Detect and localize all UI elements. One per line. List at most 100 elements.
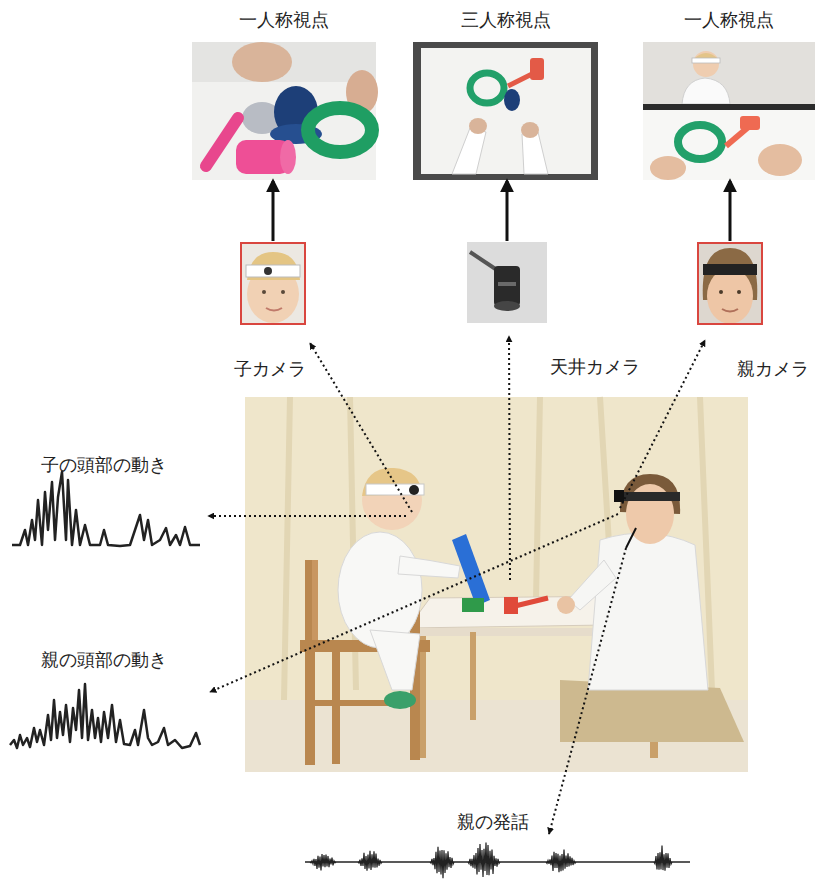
node-label: 親の発話 — [457, 811, 529, 833]
camera-photo: 親カメラ — [697, 242, 763, 325]
child-camera-photo-part — [262, 290, 266, 294]
ceiling-camera-photo-part — [494, 301, 520, 311]
child-camera-photo-part — [247, 252, 300, 280]
speech-waveform-part — [358, 851, 382, 871]
node-label: 天井カメラ — [550, 356, 640, 378]
scene-photo-part — [462, 598, 484, 612]
leader-lines-part — [310, 343, 412, 512]
scene-photo-part — [384, 691, 416, 709]
ceiling-view-photo-part — [413, 42, 598, 180]
child-camera-photo-part — [247, 265, 299, 323]
scene-photo-part — [452, 534, 490, 606]
parent-view-photo-part — [740, 116, 760, 130]
signal-plot: 子の頭部の動き — [12, 480, 202, 548]
parent-view-photo-part — [643, 104, 815, 110]
parent-view-photo — [643, 42, 815, 180]
speech-waveform — [305, 842, 690, 878]
child-camera-photo — [240, 242, 306, 325]
leader-lines-part — [208, 515, 406, 517]
ceiling-camera-photo-part — [467, 242, 547, 323]
parent-view-photo-part — [650, 156, 686, 180]
child-camera-photo-part — [240, 242, 306, 325]
ceiling-view-photo-part — [521, 122, 539, 138]
parent-camera-photo-part — [737, 290, 741, 294]
connector-arrow — [506, 181, 509, 241]
node-label: 子カメラ — [234, 358, 306, 380]
parent-camera-photo-part — [707, 268, 753, 324]
node-label: 親カメラ — [737, 358, 809, 380]
node-label: 三人称視点 — [461, 9, 551, 31]
scene-photo-part — [409, 485, 419, 495]
ceiling-view-photo-part — [469, 118, 487, 134]
child-camera-photo-part — [246, 265, 300, 277]
scene-photo-part — [332, 652, 340, 764]
ceiling-view-photo — [413, 42, 598, 180]
connector-arrow — [729, 181, 732, 241]
scene-photo-part — [626, 528, 636, 548]
ceiling-view-photo-part — [452, 128, 486, 174]
scene-photo-part — [284, 397, 712, 700]
parent-camera-photo-part — [719, 290, 723, 294]
node-label: 子の頭部の動き — [41, 454, 167, 476]
view-image: 一人称視点 — [643, 42, 815, 180]
scene-photo — [245, 397, 748, 772]
ceiling-view-photo-part — [530, 58, 544, 80]
ceiling-camera-photo-part — [494, 266, 520, 306]
leader-lines — [208, 336, 705, 834]
camera-photo: 子カメラ — [240, 242, 306, 325]
speech-waveform-part — [310, 854, 336, 870]
ceiling-view-photo-part — [504, 89, 520, 111]
scene-photo-part — [504, 597, 518, 614]
parent-head-trace — [10, 684, 200, 748]
child-view-photo — [192, 42, 378, 180]
parent-view-photo-part — [758, 144, 802, 176]
parent-camera-photo-part — [697, 242, 763, 325]
speech-waveform-part — [430, 847, 454, 878]
parent-view-photo-part — [682, 78, 730, 104]
scene-photo-part — [370, 630, 420, 690]
child-view-photo-part — [280, 140, 296, 174]
ceiling-camera-photo — [467, 242, 547, 323]
ceiling-view-photo-part — [522, 132, 548, 174]
scene-photo-part — [312, 560, 318, 640]
scene-photo-part — [568, 560, 616, 610]
leader-lines-part — [549, 548, 626, 834]
parent-view-photo-part — [678, 125, 722, 159]
parent-view-photo-part — [643, 42, 815, 104]
child-view-photo-part — [192, 42, 376, 82]
signal-plot: 親の頭部の動き — [10, 680, 202, 758]
speech-waveform-part — [468, 842, 500, 876]
parent-view-photo-part — [693, 51, 719, 77]
ceiling-camera-photo-part — [498, 282, 516, 286]
child-camera-photo-part — [281, 290, 285, 294]
scene-photo-part — [398, 556, 460, 578]
camera-photo: 天井カメラ — [467, 242, 547, 323]
signal-plot: 親の発話 — [305, 842, 690, 884]
scene-photo-part — [245, 397, 748, 772]
speech-waveform-part — [654, 846, 672, 871]
scene-photo-part — [614, 490, 624, 502]
leader-lines-part — [210, 514, 618, 692]
view-image: 一人称視点 — [192, 42, 376, 180]
parent-camera-photo — [697, 242, 763, 325]
child-head-trace — [12, 472, 200, 546]
scene-photo-part — [515, 598, 548, 606]
scene-photo-part — [470, 632, 476, 720]
leader-lines-part — [509, 336, 510, 580]
child-view-photo-part — [192, 42, 376, 180]
child-camera-photo-part — [264, 267, 272, 275]
child-camera-photo-part — [266, 308, 282, 311]
parent-view-photo-part — [643, 110, 815, 180]
child-view-photo-part — [206, 118, 238, 166]
ceiling-view-photo-part — [421, 48, 591, 174]
node-label: 親の頭部の動き — [41, 649, 167, 671]
speech-waveform-part — [546, 850, 576, 873]
view-image: 三人称視点 — [413, 42, 598, 180]
ceiling-view-photo-part — [470, 73, 504, 103]
scene-photo-part — [557, 596, 575, 614]
connector-arrow — [272, 181, 275, 241]
